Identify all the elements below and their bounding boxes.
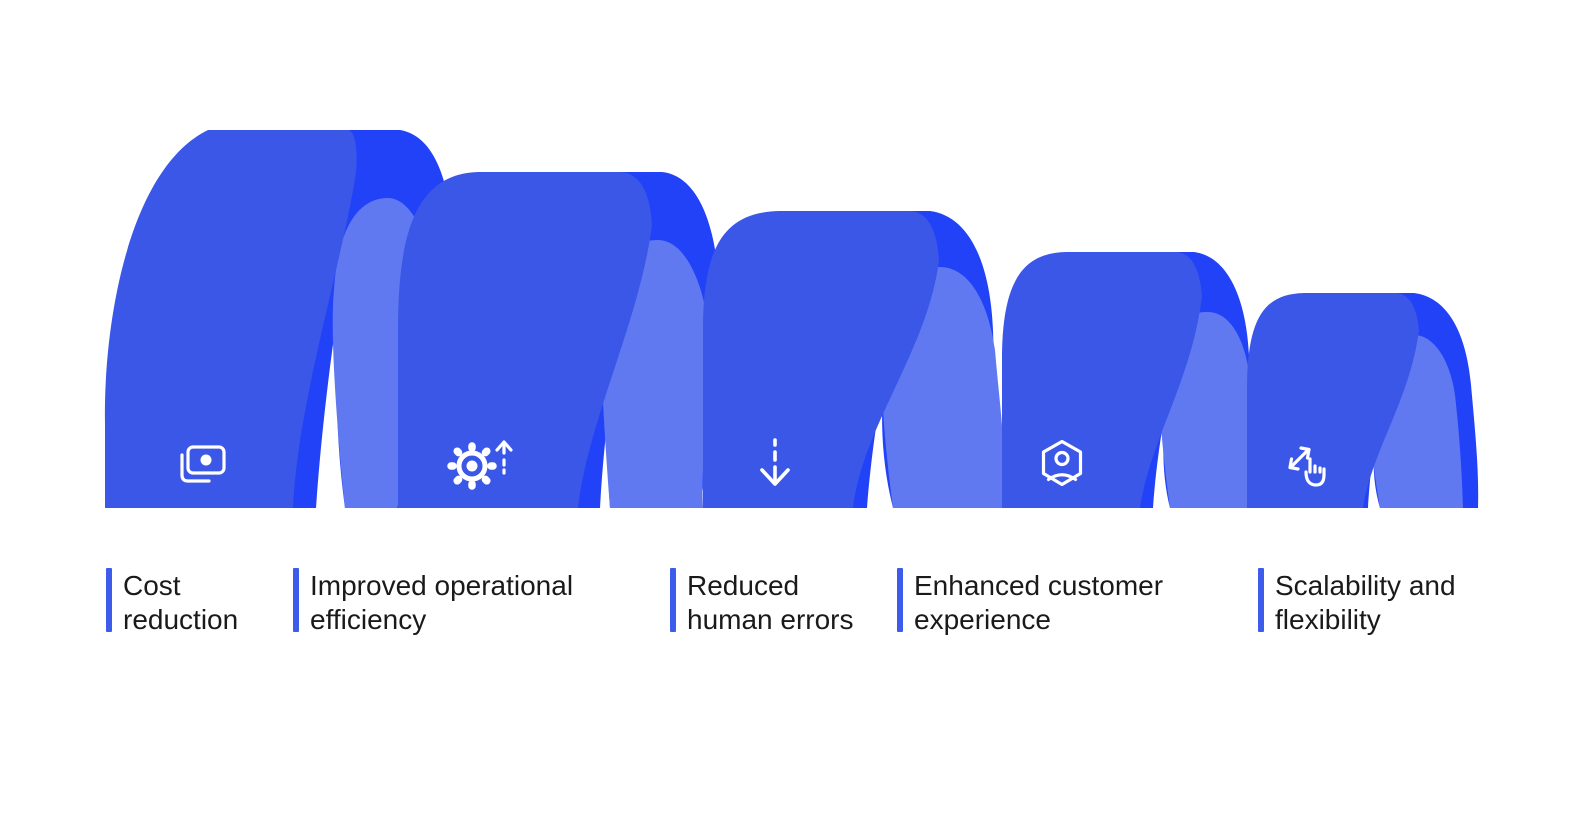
benefit-text: Reduced human errors bbox=[687, 568, 854, 637]
label-accent-bar bbox=[106, 568, 112, 632]
diagonal-resize-arrow bbox=[1288, 446, 1311, 471]
benefit-text: Improved operational efficiency bbox=[310, 568, 573, 637]
benefit-line-2: human errors bbox=[687, 604, 854, 635]
benefit-text: Scalability and flexibility bbox=[1275, 568, 1456, 637]
dashed-down-arrow-icon bbox=[760, 438, 790, 486]
up-arrow bbox=[495, 440, 513, 475]
arch-front-shape bbox=[1247, 293, 1419, 508]
scale-hand-icon bbox=[1288, 446, 1326, 487]
arch-front-shape bbox=[398, 172, 652, 508]
customer-hexagon-icon bbox=[1041, 439, 1083, 487]
benefit-label-reduced-human-errors: Reduced human errors bbox=[670, 568, 854, 637]
gear bbox=[447, 442, 497, 490]
benefit-text: Enhanced customer experience bbox=[914, 568, 1163, 637]
benefit-line-2: experience bbox=[914, 604, 1051, 635]
benefit-label-cost-reduction: Cost reduction bbox=[106, 568, 238, 637]
label-accent-bar bbox=[897, 568, 903, 632]
label-accent-bar bbox=[293, 568, 299, 632]
benefit-line-2: flexibility bbox=[1275, 604, 1381, 635]
arch-gap-shape bbox=[1153, 353, 1178, 508]
benefit-label-improved-operational-efficiency: Improved operational efficiency bbox=[293, 568, 573, 637]
arch-enhanced-customer-experience bbox=[1002, 252, 1253, 508]
arch-front-shape bbox=[104, 130, 357, 508]
gear-up-arrow-icon bbox=[447, 440, 513, 490]
benefit-line-2: reduction bbox=[123, 604, 239, 635]
arch-gap-shape bbox=[316, 252, 347, 508]
benefit-line-2: efficiency bbox=[310, 604, 427, 635]
arch-front-shape bbox=[703, 211, 939, 508]
benefit-line-1: Scalability and bbox=[1275, 570, 1456, 601]
benefit-line-1: Cost bbox=[123, 570, 181, 601]
money-icon bbox=[180, 445, 226, 483]
benefit-line-1: Reduced bbox=[687, 570, 800, 601]
benefit-label-enhanced-customer-experience: Enhanced customer experience bbox=[897, 568, 1163, 637]
arch-scalability-and-flexibility bbox=[1247, 293, 1479, 508]
label-accent-bar bbox=[1258, 568, 1264, 632]
arch-improved-operational-efficiency bbox=[398, 172, 721, 508]
benefit-line-1: Improved operational bbox=[310, 570, 574, 601]
arch-front-shape bbox=[1002, 252, 1202, 508]
arch-gap-shape bbox=[1368, 382, 1387, 508]
label-accent-bar bbox=[670, 568, 676, 632]
hand bbox=[1304, 457, 1326, 487]
benefit-label-scalability-and-flexibility: Scalability and flexibility bbox=[1258, 568, 1456, 637]
benefit-text: Cost reduction bbox=[123, 568, 238, 637]
benefit-line-1: Enhanced customer bbox=[914, 570, 1164, 601]
arch-reduced-human-errors bbox=[703, 211, 1005, 508]
